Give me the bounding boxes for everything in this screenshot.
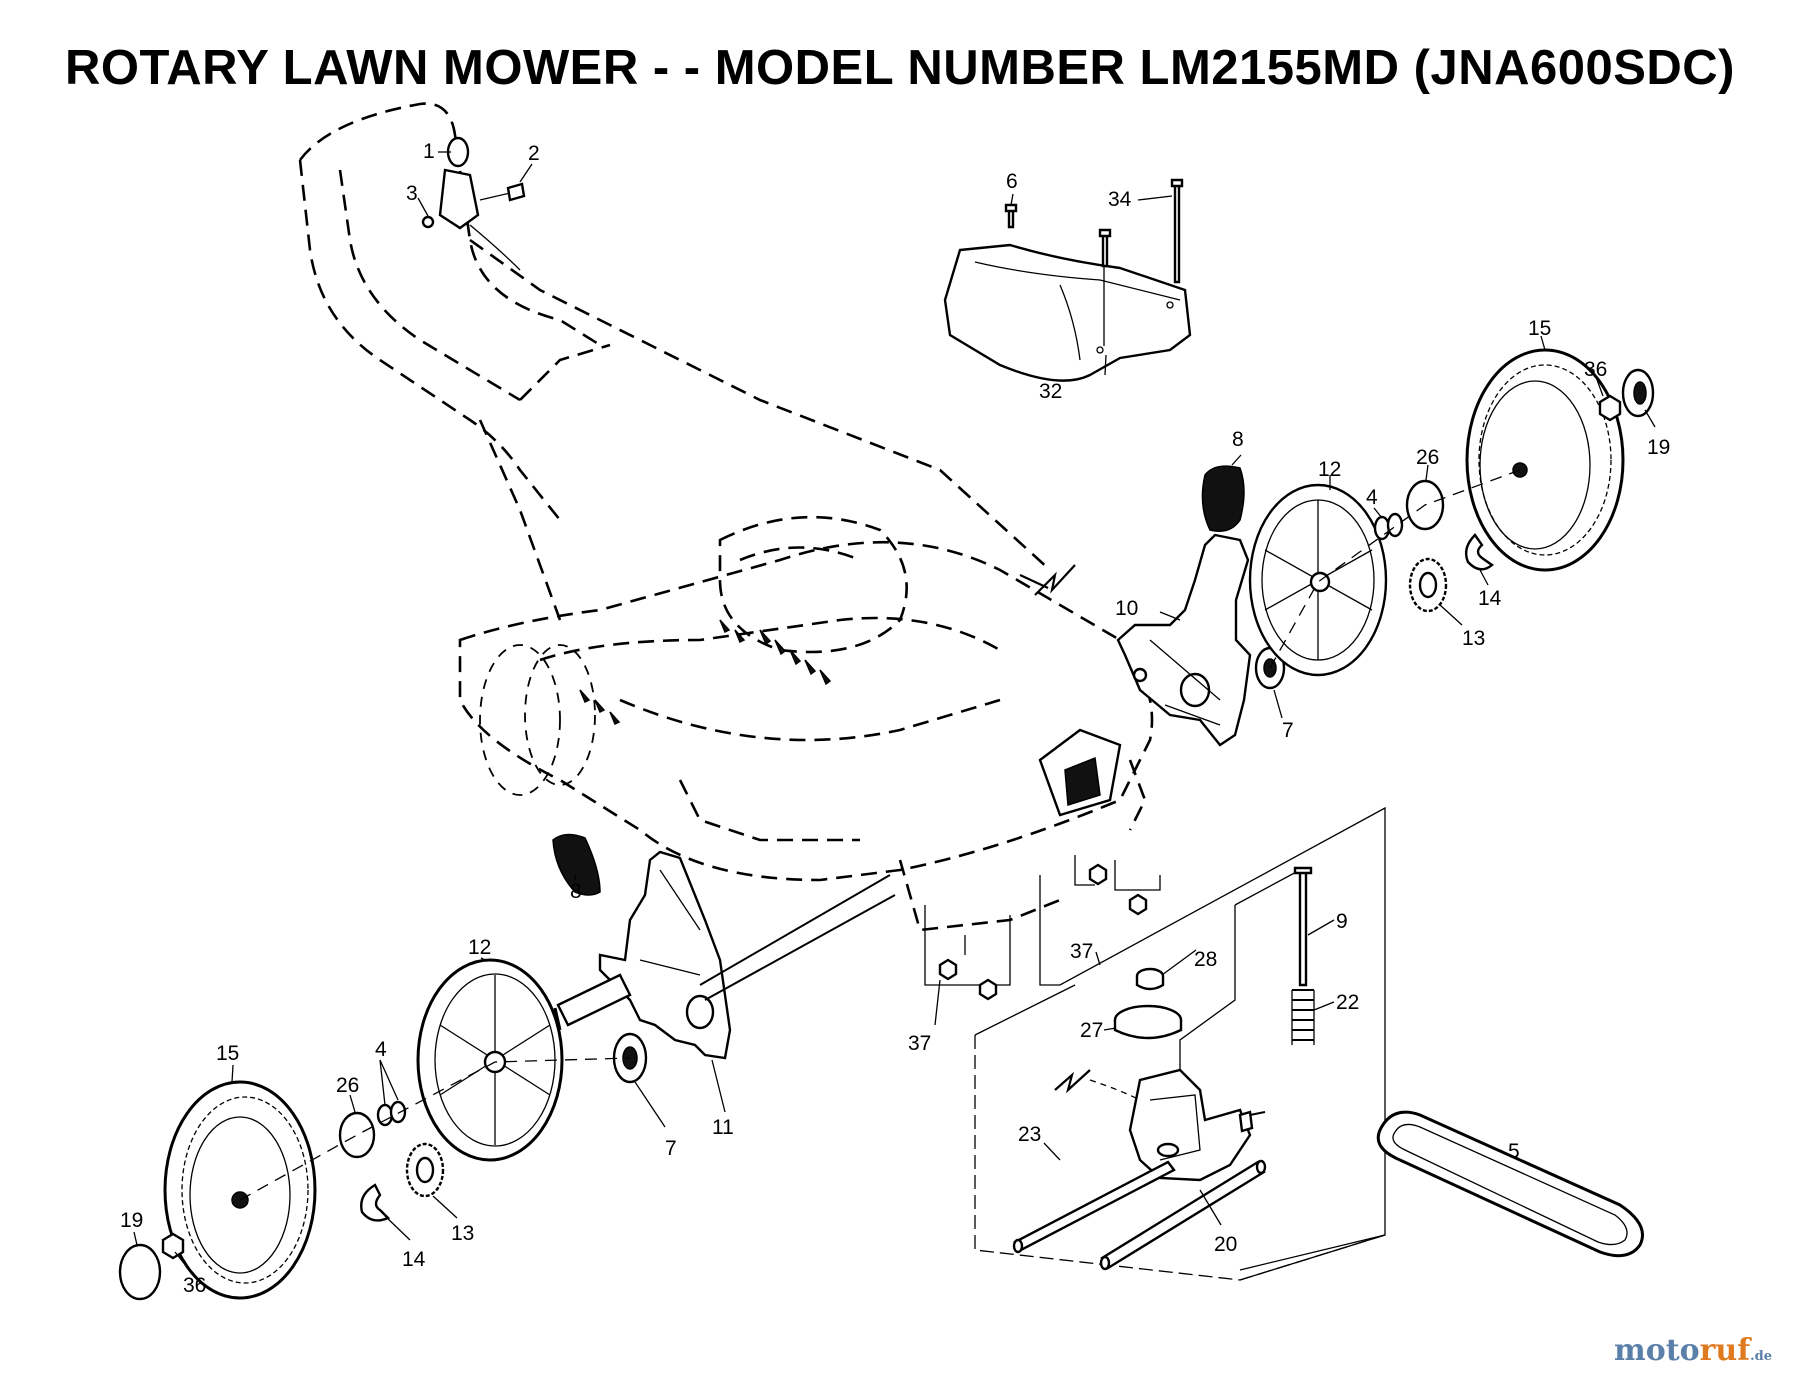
part-23-shaft	[1012, 1160, 1176, 1254]
callout-34: 34	[1108, 188, 1132, 211]
callout-8-right: 8	[1232, 428, 1244, 451]
part-4-washers-right	[1373, 512, 1404, 541]
rear-cover-part-32	[943, 178, 1192, 382]
part-22-spring	[1291, 989, 1315, 1045]
part-14-clip-left	[360, 1183, 391, 1222]
part-8-right	[1201, 465, 1245, 532]
callout-7-left: 7	[665, 1137, 677, 1160]
part-26-washer-left	[338, 1111, 376, 1159]
part-10-height-adjuster	[1116, 533, 1252, 747]
handle-outline	[298, 102, 1051, 621]
part-13-gear-right	[1408, 557, 1448, 613]
part-28-cap	[1135, 967, 1165, 991]
watermark-logo: motoruf.de	[1614, 1333, 1772, 1368]
callout-11: 11	[712, 1116, 734, 1139]
part-36-nut-left	[161, 1232, 185, 1260]
part-27-cover	[1113, 1004, 1183, 1040]
part-15-tire-right	[1465, 348, 1625, 572]
part-9-rod	[1293, 866, 1313, 987]
leader-lines	[133, 151, 1656, 1273]
callout-13-right: 13	[1462, 627, 1485, 650]
part-13-gear-left	[405, 1142, 445, 1198]
callout-7-right: 7	[1282, 719, 1294, 742]
callout-15-left: 15	[216, 1042, 239, 1065]
part-36-nut-right	[1598, 394, 1622, 422]
part-19-cap-left	[118, 1243, 162, 1301]
callout-labels: 1 2 3 6 34 32 15 36 19 8 12 26 4 14 13 1…	[120, 140, 1670, 1297]
callout-22: 22	[1336, 991, 1359, 1014]
callout-4-left: 4	[375, 1038, 387, 1061]
callout-20: 20	[1214, 1233, 1237, 1256]
break-symbol-upper	[1034, 564, 1076, 596]
diagram-title: ROTARY LAWN MOWER - - MODEL NUMBER LM215…	[64, 41, 1735, 95]
part-20-rod	[1099, 1159, 1267, 1271]
callout-3: 3	[406, 182, 418, 205]
callout-12-right: 12	[1318, 458, 1341, 481]
watermark-part1: moto	[1613, 1333, 1700, 1368]
callout-19-left: 19	[120, 1209, 143, 1232]
callout-8-left: 8	[570, 880, 582, 903]
callout-37-upper: 37	[1070, 940, 1093, 963]
part-12-wheel-left	[416, 958, 564, 1162]
engine-marks	[579, 619, 832, 726]
callout-15-right: 15	[1528, 317, 1551, 340]
part-37-nuts	[924, 855, 1161, 1001]
callout-6: 6	[1006, 170, 1018, 193]
callout-27: 27	[1080, 1019, 1103, 1042]
callout-13-left: 13	[451, 1222, 474, 1245]
callout-36-left: 36	[183, 1274, 206, 1297]
break-symbol-lower	[1054, 1069, 1091, 1094]
callout-2: 2	[528, 142, 540, 165]
part-8-left	[552, 833, 601, 896]
callout-4-right: 4	[1366, 486, 1378, 509]
callout-5: 5	[1508, 1140, 1520, 1163]
callout-36-right: 36	[1584, 358, 1607, 381]
callout-26-left: 26	[336, 1074, 359, 1097]
watermark-suffix: .de	[1750, 1349, 1772, 1364]
transmission-gearbox	[1128, 1068, 1266, 1182]
part-14-clip-right	[1464, 533, 1494, 571]
callout-19-right: 19	[1647, 436, 1670, 459]
callout-12-left: 12	[468, 936, 491, 959]
callout-32: 32	[1039, 380, 1062, 403]
callout-9: 9	[1336, 910, 1348, 933]
part-19-cap-right	[1621, 368, 1655, 418]
part-11-bracket-left	[598, 850, 732, 1060]
callout-26-right: 26	[1416, 446, 1439, 469]
callout-1: 1	[423, 140, 435, 163]
callout-10: 10	[1115, 597, 1138, 620]
callout-23: 23	[1018, 1123, 1041, 1146]
callout-14-right: 14	[1478, 587, 1502, 610]
handle-control-assembly	[421, 136, 526, 271]
part-5-belt	[1376, 1110, 1644, 1258]
deck-outline	[458, 515, 1154, 932]
callout-28: 28	[1194, 948, 1217, 971]
watermark-part2: ruf	[1699, 1333, 1751, 1368]
part-4-washers-left	[376, 1100, 407, 1127]
callout-14-left: 14	[402, 1248, 426, 1271]
part-15-tire-left	[163, 1080, 317, 1300]
part-12-wheel-right	[1248, 483, 1388, 677]
callout-37-lower: 37	[908, 1032, 931, 1055]
